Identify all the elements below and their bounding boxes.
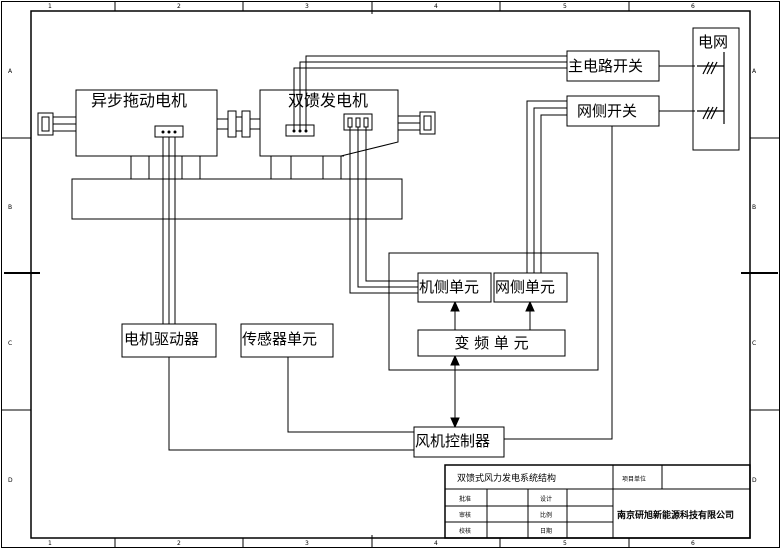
scale-label: 比例 (540, 512, 553, 519)
zone-col-1-top: 1 (48, 3, 52, 10)
left-shaft-end (37, 112, 77, 136)
zone-col-6-bottom: 6 (691, 540, 695, 547)
dfig-body (259, 89, 399, 157)
zone-col-5-top: 5 (563, 3, 567, 10)
stator-to-main-switch-cable (293, 55, 567, 131)
converter-unit-box (417, 329, 566, 357)
converter-cabinet (388, 252, 599, 371)
drawing-title: 双馈式风力发电系统结构 (457, 474, 557, 484)
main-switch-box (566, 50, 660, 82)
design-label: 设计 (540, 496, 553, 503)
date-label: 日期 (540, 528, 553, 535)
motor-driver-label: 电机驱动器 (124, 330, 200, 348)
motor-terminal-box (154, 125, 184, 138)
zone-col-5-bottom: 5 (563, 540, 567, 547)
main-switch-label: 主电路开关 (568, 57, 644, 75)
zone-col-1-bottom: 1 (48, 540, 52, 547)
machine-side-unit-box (417, 272, 492, 303)
dfig-label: 双馈发电机 (288, 91, 369, 110)
sensor-unit-label: 传感器单元 (242, 330, 318, 348)
review-label: 审核 (459, 512, 472, 519)
zone-row-b-left: B (8, 204, 13, 211)
grid-busbar (697, 52, 725, 124)
grid-box (692, 27, 740, 151)
company-name: 南京研旭新能源科技有限公司 (617, 511, 735, 521)
shaft-coupling (217, 110, 260, 138)
sensor-unit-box (240, 323, 334, 358)
grid-side-unit-label: 网侧单元 (495, 278, 556, 296)
wind-controller-label: 风机控制器 (415, 432, 491, 450)
right-shaft-end (397, 111, 436, 135)
switch-to-grid-lines (659, 65, 695, 112)
converter-unit-label: 变 频 单 元 (454, 334, 529, 352)
inner-frame (30, 10, 751, 539)
zone-row-d-left: D (8, 477, 13, 484)
machine-side-unit-label: 机侧单元 (419, 278, 480, 296)
zone-col-4-top: 4 (434, 3, 438, 10)
proofread-label: 校核 (459, 528, 472, 535)
zone-row-d-right: D (752, 477, 757, 484)
grid-side-to-grid-switch-cable (526, 100, 567, 273)
zone-col-2-bottom: 2 (177, 540, 181, 547)
zone-row-a-right: A (752, 68, 757, 75)
project-unit-label: 项目单位 (622, 476, 647, 483)
title-block-grid (444, 464, 751, 539)
zone-col-2-top: 2 (177, 3, 181, 10)
grid-side-unit-box (493, 272, 568, 303)
controller-converter-arrow (450, 354, 460, 429)
motor-to-driver-cable (162, 137, 176, 324)
rotor-to-machine-side-cable (349, 127, 418, 294)
zone-col-6-top: 6 (691, 3, 695, 10)
wind-controller-box (413, 426, 505, 458)
grid-switch-box (566, 95, 660, 127)
motor-feet (128, 155, 344, 180)
control-wires (168, 126, 613, 451)
motor-driver-box (121, 323, 217, 358)
zone-row-c-right: C (752, 340, 757, 347)
zone-row-b-right: B (752, 204, 757, 211)
zone-col-4-bottom: 4 (434, 540, 438, 547)
zone-row-c-left: C (8, 340, 13, 347)
zone-col-3-bottom: 3 (305, 540, 309, 547)
converter-unit-arrows (450, 300, 535, 330)
grid-switch-label: 网侧开关 (577, 102, 638, 120)
grid-label: 电网 (698, 33, 729, 51)
zone-col-3-top: 3 (305, 3, 309, 10)
async-motor-label: 异步拖动电机 (91, 91, 188, 110)
zone-row-a-left: A (8, 68, 13, 75)
approve-label: 批准 (459, 496, 472, 503)
machine-base (71, 178, 403, 220)
